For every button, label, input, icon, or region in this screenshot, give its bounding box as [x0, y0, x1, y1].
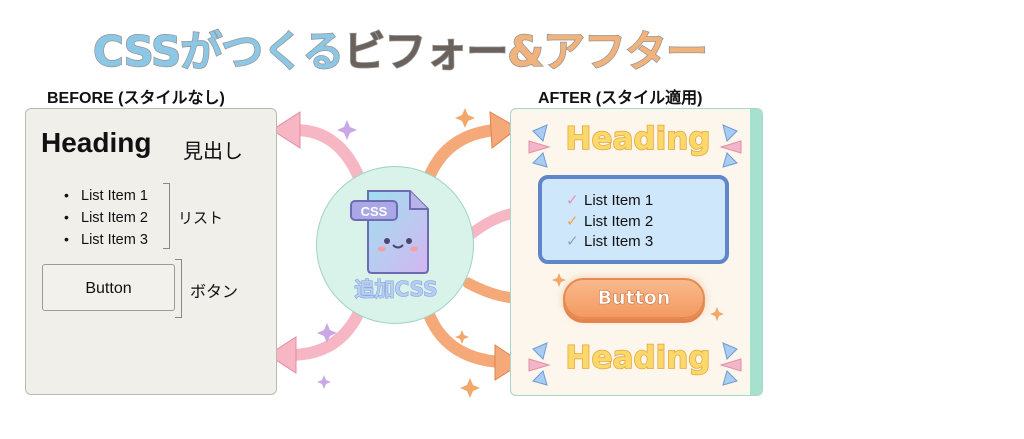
sparkle-icon [552, 273, 724, 321]
arrowhead-icon [267, 336, 297, 374]
button-bracket [175, 259, 182, 318]
list-item: List Item 1 [64, 185, 148, 207]
arrowhead-icon [489, 111, 519, 149]
before-label: BEFORE (スタイルなし) [47, 90, 225, 107]
before-panel: Heading 見出し List Item 1 List Item 2 List… [25, 108, 277, 395]
panel-accent-strip [750, 109, 762, 395]
arrowhead-icon [494, 344, 523, 381]
plain-list: List Item 1 List Item 2 List Item 3 [64, 185, 148, 251]
sparkle-icon [317, 120, 357, 389]
heading-note: 見出し [183, 141, 243, 163]
arrow-to-before-button [284, 304, 366, 361]
arrow-to-after-heading-bottom [422, 306, 506, 368]
title-part-css: CSSがつくる [92, 26, 345, 77]
list-item: ✓ List Item 3 [566, 232, 725, 253]
arrow-to-after-heading [422, 124, 501, 186]
list-item: List Item 3 [64, 229, 148, 251]
styled-button[interactable]: Button [563, 278, 705, 319]
page-title: CSSがつくるビフォー&アフター [0, 18, 800, 79]
check-icon: ✓ [566, 233, 579, 250]
title-part-before: ビフォー [343, 26, 510, 77]
check-icon: ✓ [566, 192, 579, 209]
list-bracket [163, 183, 170, 249]
list-item: List Item 2 [64, 207, 148, 229]
added-css-badge: CSS 追加CSS [316, 166, 474, 324]
button-note: ボタン [190, 284, 239, 301]
styled-heading: Heading [565, 120, 711, 158]
list-item-label: List Item 3 [584, 233, 654, 250]
styled-heading-bottom: Heading [565, 339, 711, 377]
title-part-after: &アフター [507, 26, 709, 77]
burst-icon [528, 342, 742, 386]
after-label: AFTER (スタイル適用) [538, 90, 703, 107]
list-item-label: List Item 1 [584, 192, 654, 209]
list-note: リスト [178, 210, 224, 227]
list-item: ✓ List Item 1 [566, 191, 725, 212]
arrowhead-icon [271, 111, 301, 149]
css-file-tag: CSS [350, 200, 398, 221]
list-item: ✓ List Item 2 [566, 212, 725, 233]
list-item-label: List Item 2 [584, 212, 654, 230]
after-panel: Heading ✓ List Item 1 ✓ List Item 2 ✓ List … [510, 108, 763, 396]
check-icon: ✓ [566, 212, 579, 230]
plain-heading: Heading [41, 127, 152, 158]
added-css-caption: 追加CSS [354, 277, 438, 302]
plain-button[interactable]: Button [42, 264, 175, 311]
styled-list: ✓ List Item 1 ✓ List Item 2 ✓ List Item 3 [538, 175, 729, 264]
arrow-to-before-heading [289, 124, 366, 186]
burst-icon [528, 124, 742, 168]
sparkle-icon [455, 108, 480, 398]
